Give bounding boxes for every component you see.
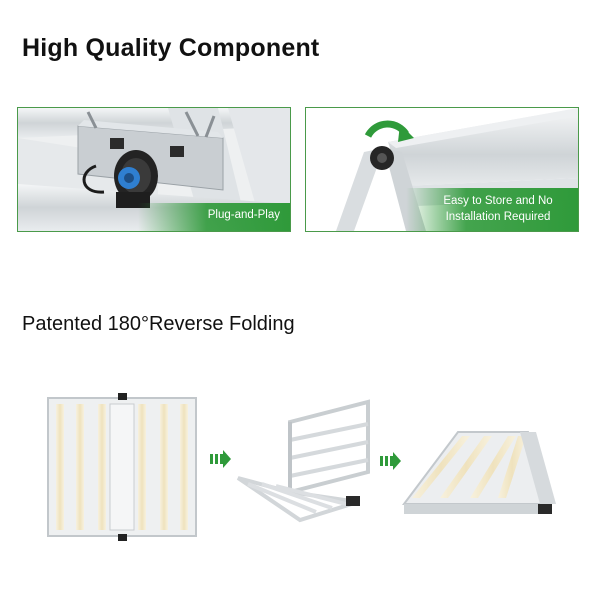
half-folded-stage [236,399,370,523]
hinge-closeup-illustration [306,108,578,231]
folding-heading: Patented 180°Reverse Folding [22,313,295,335]
driver-closeup-illustration [18,108,290,231]
easy-store-panel: Easy to Store and No Installation Requir… [305,107,579,232]
easy-store-caption-line1: Easy to Store and No [443,195,553,207]
easy-store-caption-line2: Installation Required [445,211,551,223]
fully-folded-stage [402,431,556,514]
flat-light-stage [47,393,197,541]
easy-store-caption: Easy to Store and No Installation Requir… [428,193,568,225]
page-title: High Quality Component [22,34,320,62]
plug-and-play-caption: Plug-and-Play [207,209,280,221]
triple-right-arrow-icon [380,452,401,470]
triple-right-arrow-icon [210,450,231,468]
folding-sequence [47,393,556,541]
plug-and-play-panel: Plug-and-Play [17,107,291,232]
